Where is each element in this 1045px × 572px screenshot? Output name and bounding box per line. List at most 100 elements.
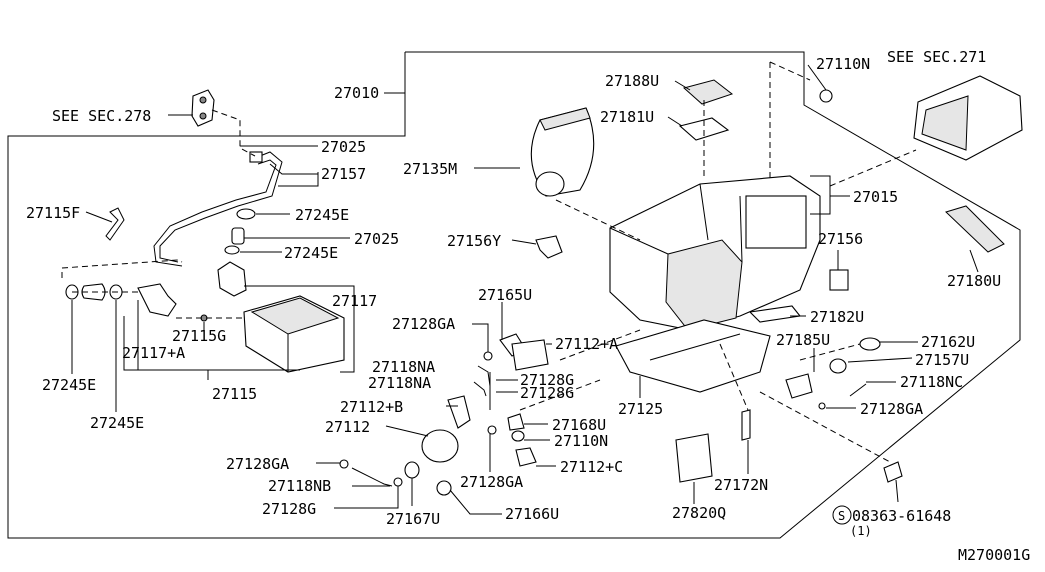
- dash-links-b: [519, 379, 601, 411]
- clip-27128ga-c: [487, 425, 497, 435]
- label-27118nb: 27118NB: [268, 477, 331, 495]
- label-27182u: 27182U: [810, 308, 864, 326]
- label-27185u: 27185U: [776, 331, 830, 349]
- label-27245e-a: 27245E: [295, 206, 349, 224]
- label-27025-a: 27025: [321, 138, 366, 156]
- dash-links: [559, 329, 641, 361]
- label-bolt-number: 08363-61648: [852, 507, 951, 525]
- label-27118na-a: 27118NA: [372, 358, 435, 376]
- clip-27128ga-a: [483, 351, 493, 361]
- link-27166u: [436, 480, 452, 496]
- heater-unit-27015: [609, 175, 821, 331]
- filter-27180u: [945, 205, 1005, 253]
- label-27125: 27125: [618, 400, 663, 418]
- valve-27117: [137, 261, 247, 322]
- label-27117a: 27117+A: [122, 344, 185, 362]
- label-27112b: 27112+B: [340, 398, 403, 416]
- bolt-callout: S 08363-61648 (1): [832, 505, 951, 538]
- link-27167u: [404, 461, 420, 479]
- bracket-27156: [829, 269, 849, 291]
- label-27128g-a: 27128G: [520, 371, 574, 389]
- label-27118nc: 27118NC: [900, 373, 963, 391]
- pipe-joint-27025: [231, 227, 245, 245]
- label-27010: 27010: [334, 84, 379, 102]
- label-27025-b: 27025: [354, 230, 399, 248]
- label-27015: 27015: [853, 188, 898, 206]
- bolt-08363: [883, 461, 903, 483]
- label-27112: 27112: [325, 418, 370, 436]
- pipe-27157: [153, 151, 283, 267]
- label-27112c: 27112+C: [560, 458, 623, 476]
- bolt-symbol-circle: [832, 505, 852, 525]
- label-27165u: 27165U: [478, 286, 532, 304]
- label-27110n-b: 27110N: [554, 432, 608, 450]
- label-27115: 27115: [212, 385, 257, 403]
- label-27115f: 27115F: [26, 204, 80, 222]
- label-27128ga-a: 27128GA: [392, 315, 455, 333]
- evaporator-27115: [243, 295, 345, 373]
- clip-27115f: [105, 207, 125, 241]
- label-27157u: 27157U: [915, 351, 969, 369]
- dash-27172n: [719, 343, 749, 411]
- label-27245e-d: 27245E: [90, 414, 144, 432]
- label-27128g-c: 27128G: [262, 500, 316, 518]
- label-27166u: 27166U: [505, 505, 559, 523]
- actuator-27112a: [511, 339, 549, 371]
- nut-27110n: [511, 430, 525, 442]
- dash-bolt: [759, 391, 891, 463]
- label-27128g-b: 27128G: [520, 384, 574, 402]
- part-27162u: [859, 337, 881, 351]
- label-27167u: 27167U: [386, 510, 440, 528]
- label-27162u: 27162U: [921, 333, 975, 351]
- label-bolt-qty: (1): [850, 524, 872, 538]
- label-27181u: 27181U: [600, 108, 654, 126]
- dash-left-hose: [61, 259, 183, 278]
- o-ring-27245e-b: [224, 245, 240, 255]
- label-27118na-b: 27118NA: [368, 374, 431, 392]
- clip-27156y: [535, 235, 563, 259]
- label-27117: 27117: [332, 292, 377, 310]
- part-27820q: [675, 433, 713, 483]
- label-see-sec-278: SEE SEC.278: [52, 107, 151, 125]
- dash-top-right: [769, 61, 811, 81]
- label-27157: 27157: [321, 165, 366, 183]
- label-27112a: 27112+A: [555, 335, 618, 353]
- label-27110n-top: 27110N: [816, 55, 870, 73]
- bolt-symbol: S: [838, 509, 845, 523]
- filter-27181u: [678, 117, 730, 141]
- part-27157u: [829, 358, 847, 374]
- o-ring-27245e-a: [236, 208, 256, 220]
- duct-27135m: [530, 107, 595, 197]
- label-27820q: 27820Q: [672, 504, 726, 522]
- clip-27128g-c: [393, 477, 403, 487]
- label-27156y: 27156Y: [447, 232, 501, 250]
- label-27128ga-d: 27128GA: [226, 455, 289, 473]
- clip-27128ga-d: [339, 459, 349, 469]
- dash-27162u: [799, 343, 861, 361]
- rod-27118nc: [849, 383, 867, 397]
- label-27135m: 27135M: [403, 160, 457, 178]
- bracket-sec278: [191, 89, 215, 127]
- label-27168u: 27168U: [552, 416, 606, 434]
- label-27115g: 27115G: [172, 327, 226, 345]
- motor-27112: [421, 395, 471, 463]
- label-see-sec-271: SEE SEC.271: [887, 48, 986, 66]
- label-27172n: 27172N: [714, 476, 768, 494]
- dash-sec271: [829, 149, 917, 187]
- part-27172n: [741, 409, 751, 441]
- label-27128ga-c: 27128GA: [460, 473, 523, 491]
- dash-sec278: [211, 109, 256, 157]
- dash-duct: [555, 199, 641, 241]
- link-27168u: [507, 413, 525, 431]
- rod-27118nb: [351, 467, 393, 487]
- filter-27188u: [682, 79, 734, 105]
- label-27245e-b: 27245E: [284, 244, 338, 262]
- clip-27128ga-b: [818, 402, 826, 410]
- assembly-boundary: [7, 51, 1021, 539]
- leader-lines: [71, 64, 979, 515]
- nut-27110n-top: [819, 89, 833, 103]
- blower-case-27125: [615, 319, 771, 393]
- label-27245e-c: 27245E: [42, 376, 96, 394]
